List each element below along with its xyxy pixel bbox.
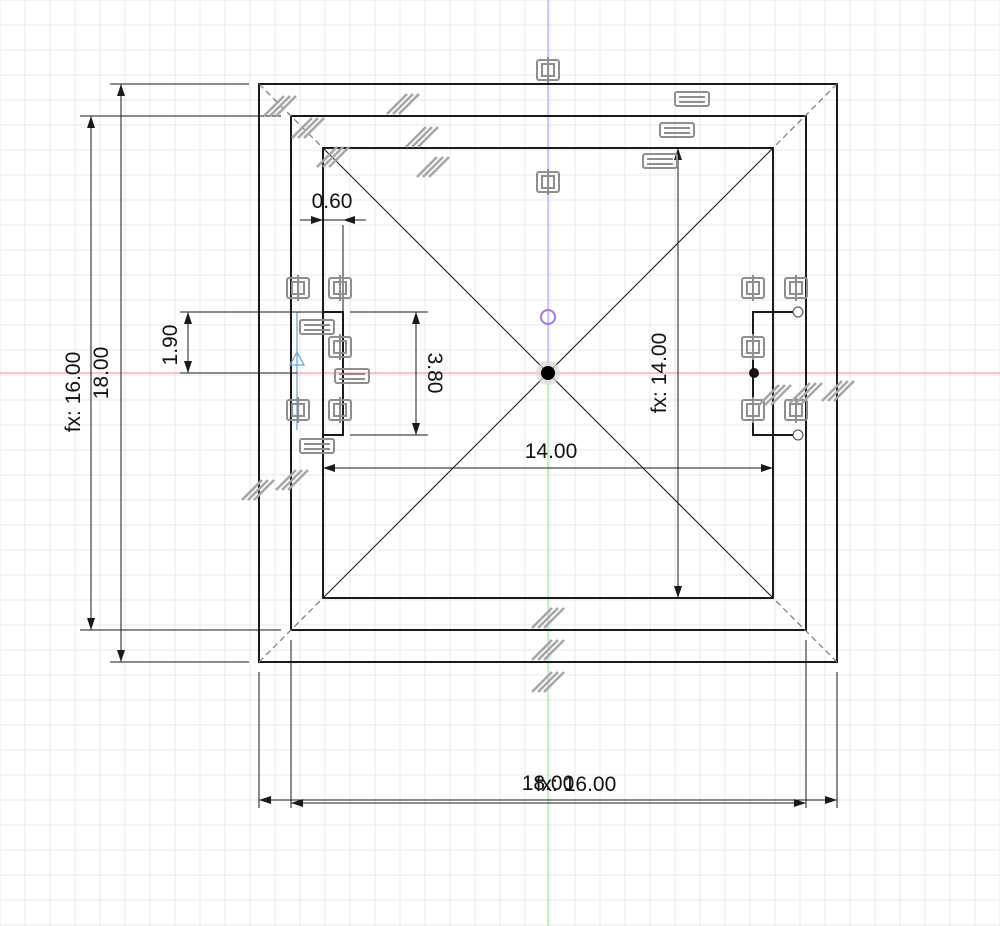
dimension-arrowhead xyxy=(184,361,192,373)
parallel-constraint-icon[interactable] xyxy=(531,671,565,693)
inner-square[interactable] xyxy=(322,147,774,599)
horizontal-vertical-constraint-icon[interactable] xyxy=(286,275,310,301)
dim-width-inner-middle[interactable]: 14.00 xyxy=(525,440,578,463)
dim-height-inner-left[interactable]: fx: 16.00 xyxy=(62,352,85,433)
parallel-constraint-icon[interactable] xyxy=(416,156,450,178)
dimension-arrowhead xyxy=(674,586,682,598)
horizontal-vertical-constraint-icon[interactable] xyxy=(328,397,352,423)
parallel-constraint-icon[interactable] xyxy=(531,639,565,661)
constraint-icons xyxy=(241,57,855,693)
corner-construction-br[interactable] xyxy=(772,597,838,663)
dim-width-inner[interactable]: fx: 16.00 xyxy=(536,773,617,796)
dim-height-outer[interactable]: 18.00 xyxy=(90,347,113,400)
corner-construction-bl[interactable] xyxy=(258,597,324,663)
dimension-arrowhead xyxy=(291,799,303,807)
midpoint-marker[interactable] xyxy=(540,309,556,325)
horizontal-vertical-constraint-icon[interactable] xyxy=(536,57,560,83)
dimension-arrowhead xyxy=(184,312,192,324)
equal-constraint-icon[interactable] xyxy=(299,319,335,335)
dim-height-inner-right[interactable]: fx: 14.00 xyxy=(648,333,671,414)
right-slot-endpoint-bottom[interactable] xyxy=(792,429,804,441)
dimension-arrowhead xyxy=(311,216,323,224)
dimension-arrowhead xyxy=(412,312,420,324)
dimension-lines xyxy=(80,83,838,808)
corner-construction-tl[interactable] xyxy=(258,83,324,149)
parallel-constraint-icon[interactable] xyxy=(821,380,855,402)
dim-slot-height[interactable]: 3.80 xyxy=(423,353,446,394)
dimension-arrowhead xyxy=(259,796,271,804)
right-slot-endpoint-top[interactable] xyxy=(792,306,804,318)
dimension-arrowhead xyxy=(412,423,420,435)
parallel-constraint-icon[interactable] xyxy=(263,95,297,117)
dim-slot-width[interactable]: 0.60 xyxy=(312,190,353,213)
equal-constraint-icon[interactable] xyxy=(334,368,370,384)
horizontal-vertical-constraint-icon[interactable] xyxy=(286,397,310,423)
dimension-arrowhead xyxy=(825,796,837,804)
horizontal-vertical-constraint-icon[interactable] xyxy=(328,334,352,360)
equal-constraint-icon[interactable] xyxy=(659,122,695,138)
parallel-constraint-icon[interactable] xyxy=(275,469,309,491)
sketch-origin-point[interactable] xyxy=(541,366,555,380)
parallel-constraint-icon[interactable] xyxy=(386,93,420,115)
dimension-arrowhead xyxy=(343,216,355,224)
dimension-arrowhead xyxy=(87,116,95,128)
horizontal-vertical-constraint-icon[interactable] xyxy=(784,275,808,301)
dimension-arrowhead xyxy=(323,464,335,472)
right-slot-center-point[interactable] xyxy=(749,368,759,378)
horizontal-vertical-constraint-icon[interactable] xyxy=(536,169,560,195)
parallel-constraint-icon[interactable] xyxy=(405,126,439,148)
equal-constraint-icon[interactable] xyxy=(674,91,710,107)
dimension-arrowhead xyxy=(117,84,125,96)
equal-constraint-icon[interactable] xyxy=(299,438,335,454)
corner-construction-tr[interactable] xyxy=(772,83,838,149)
dim-width-outer[interactable]: 18.00 xyxy=(522,772,575,795)
left-slot-triangle[interactable] xyxy=(288,350,306,366)
parallel-constraint-icon[interactable] xyxy=(316,146,350,168)
dimension-arrowhead xyxy=(761,464,773,472)
parallel-constraint-icon[interactable] xyxy=(531,607,565,629)
parallel-constraint-icon[interactable] xyxy=(241,479,275,501)
dimension-arrowhead xyxy=(117,650,125,662)
parallel-constraint-icon[interactable] xyxy=(789,382,823,404)
dimension-arrowhead xyxy=(794,799,806,807)
dimension-arrows xyxy=(87,84,837,807)
parallel-constraint-icon[interactable] xyxy=(758,384,792,406)
horizontal-vertical-constraint-icon[interactable] xyxy=(328,275,352,301)
dim-slot-half-height[interactable]: 1.90 xyxy=(159,325,182,366)
horizontal-vertical-constraint-icon[interactable] xyxy=(741,397,765,423)
equal-constraint-icon[interactable] xyxy=(642,153,678,169)
horizontal-vertical-constraint-icon[interactable] xyxy=(741,334,765,360)
parallel-constraint-icon[interactable] xyxy=(291,117,325,139)
dimension-arrowhead xyxy=(87,618,95,630)
horizontal-vertical-constraint-icon[interactable] xyxy=(741,275,765,301)
